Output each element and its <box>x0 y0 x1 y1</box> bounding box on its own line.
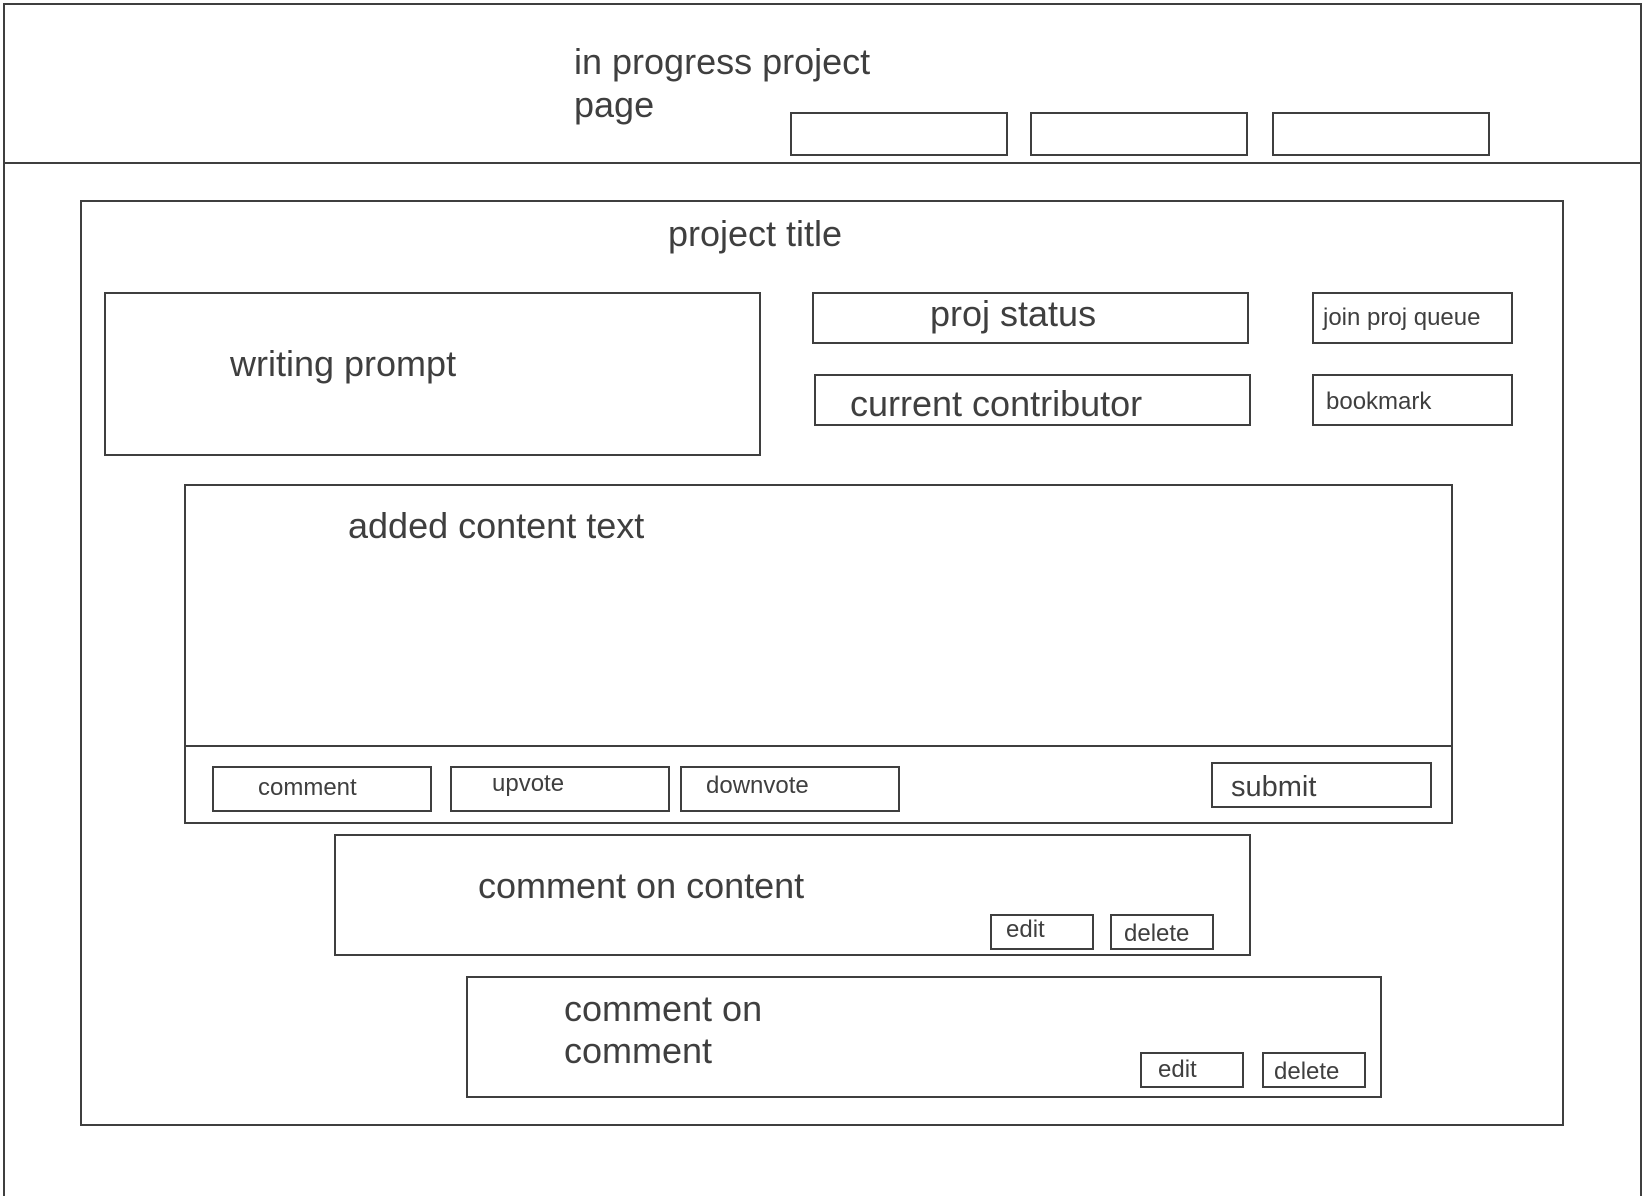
nav-button-1[interactable] <box>790 112 1008 156</box>
delete-comment-label: delete <box>1124 920 1190 947</box>
bookmark-label: bookmark <box>1326 388 1432 415</box>
page-title: in progress project page <box>574 40 870 126</box>
current-contributor-box: current contributor <box>814 374 1251 426</box>
project-status-box: proj status <box>812 292 1249 344</box>
delete-comment-button[interactable]: delete <box>1110 914 1214 950</box>
writing-prompt-text: writing prompt <box>230 343 457 384</box>
downvote-button-label: downvote <box>706 772 809 799</box>
join-queue-button[interactable]: join proj queue <box>1312 292 1513 344</box>
project-status-text: proj status <box>930 293 1097 334</box>
upvote-button-label: upvote <box>492 770 565 797</box>
edit-reply-button[interactable]: edit <box>1140 1052 1244 1088</box>
reply-text: comment on comment <box>564 988 762 1072</box>
reply-text-line-1: comment on <box>564 988 763 1029</box>
delete-reply-label: delete <box>1274 1058 1340 1085</box>
comment-button-label: comment <box>258 774 357 801</box>
project-title: project title <box>668 213 843 254</box>
page-title-line-2: page <box>574 84 655 126</box>
comment-card: comment on content edit delete <box>334 834 1251 956</box>
downvote-button[interactable]: downvote <box>680 766 900 812</box>
comment-text: comment on content <box>478 865 805 906</box>
edit-comment-button[interactable]: edit <box>990 914 1094 950</box>
submit-button[interactable]: submit <box>1211 762 1432 808</box>
edit-reply-label: edit <box>1158 1056 1197 1083</box>
writing-prompt-box: writing prompt <box>104 292 761 456</box>
nav-button-2[interactable] <box>1030 112 1248 156</box>
page-title-line-1: in progress project <box>574 41 871 82</box>
bookmark-button[interactable]: bookmark <box>1312 374 1513 426</box>
added-content-text: added content text <box>348 505 645 546</box>
nav-button-3[interactable] <box>1272 112 1490 156</box>
upvote-button[interactable]: upvote <box>450 766 670 812</box>
reply-card: comment on comment edit delete <box>466 976 1382 1098</box>
join-queue-label: join proj queue <box>1323 304 1481 331</box>
reply-text-line-2: comment <box>564 1030 713 1071</box>
submit-button-label: submit <box>1231 771 1317 803</box>
content-action-divider <box>186 745 1451 747</box>
comment-button[interactable]: comment <box>212 766 432 812</box>
delete-reply-button[interactable]: delete <box>1262 1052 1366 1088</box>
current-contributor-text: current contributor <box>850 383 1143 424</box>
edit-comment-label: edit <box>1006 916 1045 943</box>
